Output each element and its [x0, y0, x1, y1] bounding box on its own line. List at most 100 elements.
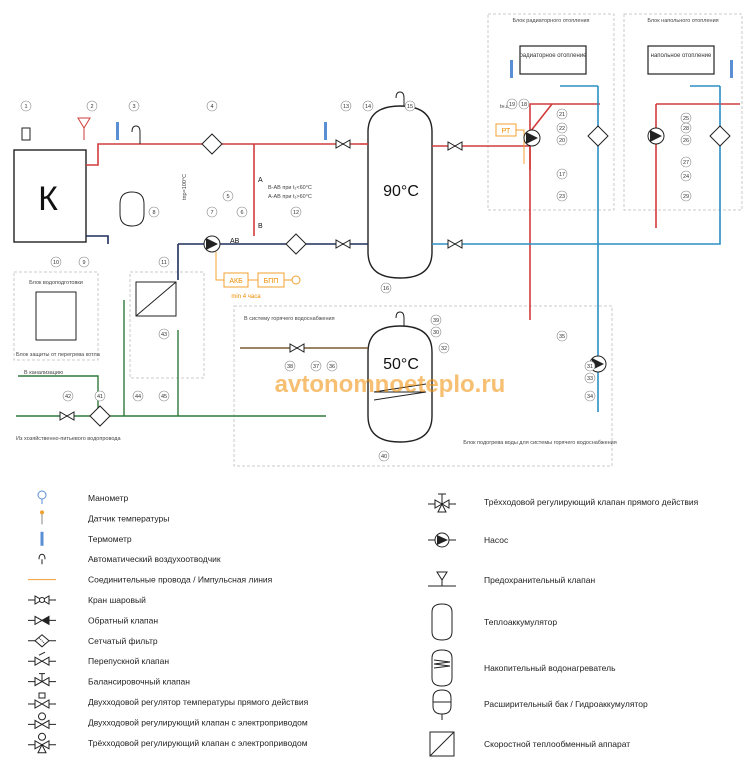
legend-label: Перепускной клапан: [88, 656, 169, 666]
ref-number: 25: [683, 116, 689, 122]
ball-valve-icon: [335, 139, 351, 149]
ref-number: 37: [313, 364, 319, 370]
hot-supply-label: В систему горячего водоснабжения: [244, 316, 335, 322]
legend-label: Трёхходовой регулирующий клапан прямого …: [484, 497, 699, 507]
ref-bubble: [340, 100, 352, 112]
ref-number: 36: [329, 364, 335, 370]
valve-note-2: А-АВ при t₁>60°С: [268, 194, 312, 200]
water-heater-icon: [431, 649, 453, 687]
legend-label: Термометр: [88, 534, 132, 544]
ref-bubble: [290, 206, 302, 218]
legend-label: Балансировочный клапан: [88, 677, 190, 687]
ref-bubble: [584, 360, 596, 372]
ref-number: 12: [293, 210, 299, 216]
ref-number: 4: [210, 104, 213, 110]
ref-number: 42: [65, 394, 71, 400]
box-floor-title: Блок напольного отопления: [647, 18, 718, 24]
ref-bubble: [584, 372, 596, 384]
ref-bubble: [556, 168, 568, 180]
ref-bubble: [158, 328, 170, 340]
ref-number: 3: [132, 104, 135, 110]
legend-label: Расширительный бак / Гидроаккумулятор: [484, 699, 648, 709]
ref-bubble: [680, 190, 692, 202]
ref-number: 14: [365, 104, 371, 110]
ref-number: 19: [509, 102, 515, 108]
ref-number: 1: [24, 104, 27, 110]
ref-number: 20: [559, 138, 565, 144]
ref-number: 41: [97, 394, 103, 400]
ref-number: 16: [383, 286, 389, 292]
port-a: А: [258, 177, 263, 184]
ref-bubble: [556, 330, 568, 342]
ref-bubble: [556, 134, 568, 146]
ref-number: 15: [407, 104, 413, 110]
thermometer-icon: [40, 531, 44, 546]
ref-number: 6: [240, 210, 243, 216]
ref-number: 11: [161, 260, 167, 266]
tank-dhw-label: 50°C: [383, 356, 419, 373]
temp-label: tпр=100°C: [182, 174, 188, 200]
ref-bubble: [506, 98, 518, 110]
dhw-block-outline: [233, 305, 613, 467]
water-prep-outline: [13, 271, 99, 361]
safety-valve-icon: [77, 117, 91, 140]
ref-bubble: [206, 100, 218, 112]
tn-label: tн.в: [500, 104, 509, 110]
ref-number: 7: [210, 210, 213, 216]
ball-valve-icon-3: [335, 239, 351, 249]
ball-valve-icon-5: [289, 343, 305, 353]
ball-valve-icon-6: [59, 411, 75, 421]
ref-bubble: [380, 282, 392, 294]
boiler-label: К: [38, 180, 58, 218]
ref-bubble: [284, 360, 296, 372]
ref-number: 21: [559, 112, 565, 118]
ref-bubble: [680, 156, 692, 168]
floor-box: [647, 45, 715, 75]
ref-bubble: [680, 170, 692, 182]
hot-tank: [367, 105, 433, 279]
pump-icon: [428, 532, 456, 548]
overheat-label: Блок защиты от перегрева котла: [16, 352, 101, 358]
floor-block-outline: [623, 13, 743, 211]
strainer-icon-2: [285, 233, 307, 255]
legend-label: Автоматический воздухоотводчик: [88, 554, 221, 564]
legend-label: Насос: [484, 535, 509, 545]
temp-regulator-icon: [28, 692, 56, 709]
ref-number: 45: [161, 394, 167, 400]
ref-bubble: [222, 190, 234, 202]
ref-bubble: [132, 390, 144, 402]
boiler: [13, 149, 87, 243]
legend-label: Соединительные провода / Импульсная лини…: [88, 575, 273, 585]
water-prep-unit: [35, 291, 77, 341]
ref-number: 32: [441, 346, 447, 352]
ref-number: 23: [559, 194, 565, 200]
legend-label: Датчик температуры: [88, 513, 169, 523]
ref-bubble: [556, 190, 568, 202]
three-way-direct-valve-icon: [428, 493, 456, 513]
dhw-coil-icon: [373, 383, 427, 401]
legend-label: Двухходовой регулятор температуры прямог…: [88, 697, 309, 707]
protection-outline: [129, 271, 205, 379]
dhw-block-label: Блок подогрева воды для системы горячего…: [463, 440, 616, 446]
legend-label: Манометр: [88, 493, 129, 503]
port-ab: АВ: [230, 238, 240, 245]
ref-number: 31: [587, 364, 593, 370]
ref-bubble: [94, 390, 106, 402]
ball-valve-icon: [28, 595, 56, 605]
ref-number: 33: [587, 376, 593, 382]
mains-label: Из хозяйственно-питьевого водопровода: [16, 435, 121, 442]
radiator-box: [519, 45, 587, 75]
radiator-label: радиаторное отопление: [519, 53, 587, 59]
ref-bubble: [438, 342, 450, 354]
manometer-icon: [37, 490, 47, 504]
sewer-label: В канализацию: [24, 370, 63, 376]
box-radiator-title: Блок радиаторного отопления: [512, 18, 589, 24]
dhw-tank: [367, 325, 433, 443]
ref-bubble: [326, 360, 338, 372]
ref-bubble: [78, 256, 90, 268]
ref-number: 40: [381, 454, 387, 460]
safety-valve-icon: [428, 571, 456, 587]
